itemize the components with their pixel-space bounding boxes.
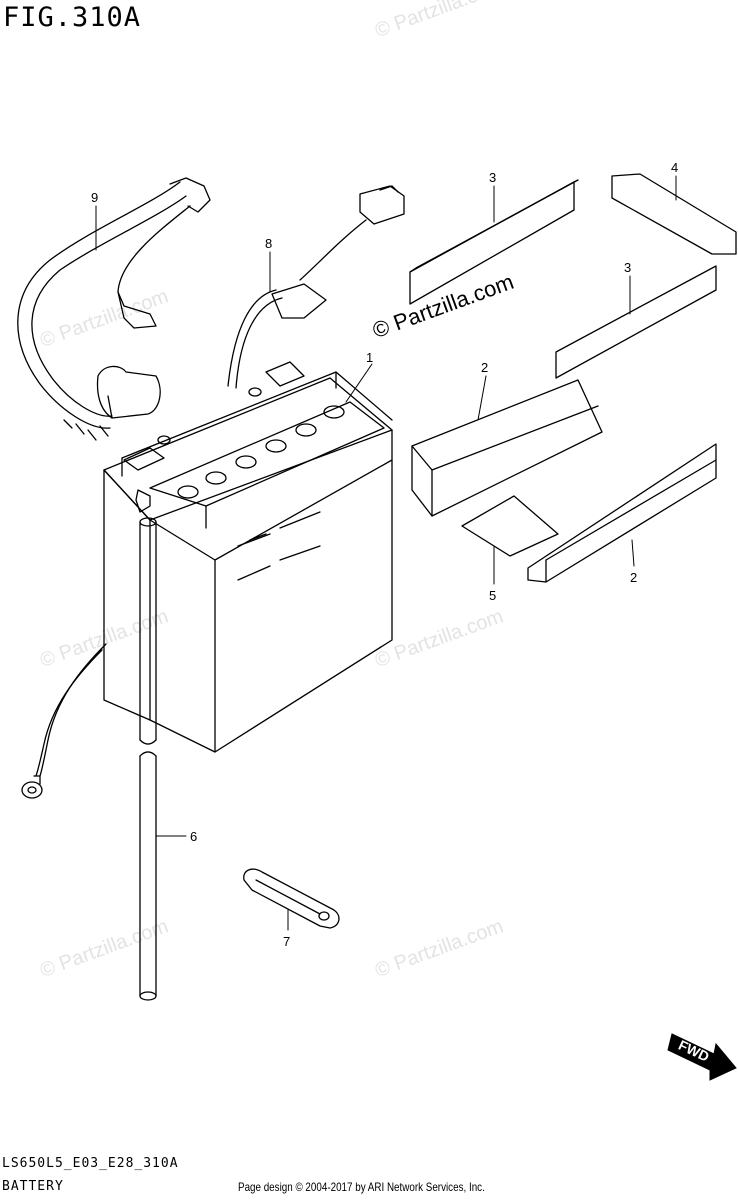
vent-tube[interactable] — [139, 517, 157, 1001]
fwd-direction-badge: FWD — [667, 1033, 737, 1081]
figure-title: FIG.310A — [3, 2, 142, 33]
callout-3: 3 — [489, 170, 496, 185]
model-code: LS650L5_E03_E28_310A — [2, 1156, 179, 1171]
callout-3: 3 — [624, 260, 631, 275]
holder-part-2-upper[interactable] — [411, 379, 603, 517]
section-label: BATTERY — [2, 1179, 64, 1194]
callout-8: 8 — [265, 236, 272, 251]
pad-part-3-upper[interactable] — [409, 179, 579, 305]
callout-9: 9 — [91, 190, 98, 205]
positive-lead[interactable] — [17, 177, 211, 441]
negative-cable[interactable] — [21, 643, 107, 799]
callout-7: 7 — [283, 934, 290, 949]
callout-5: 5 — [489, 588, 496, 603]
callout-4: 4 — [671, 160, 678, 175]
relay-connector[interactable] — [227, 185, 405, 389]
pad-part-4[interactable] — [611, 173, 737, 255]
pad-part-3-lower[interactable] — [555, 265, 717, 379]
footer-credit: Page design © 2004-2017 by ARI Network S… — [238, 1180, 485, 1194]
callout-2: 2 — [630, 570, 637, 585]
holder-part-2-lower[interactable] — [527, 443, 717, 583]
callout-2: 2 — [481, 360, 488, 375]
pad-part-5[interactable] — [461, 495, 559, 557]
battery-body[interactable] — [103, 361, 393, 753]
strap-part-7[interactable] — [243, 868, 340, 929]
callout-1: 1 — [366, 350, 373, 365]
callout-6: 6 — [190, 829, 197, 844]
